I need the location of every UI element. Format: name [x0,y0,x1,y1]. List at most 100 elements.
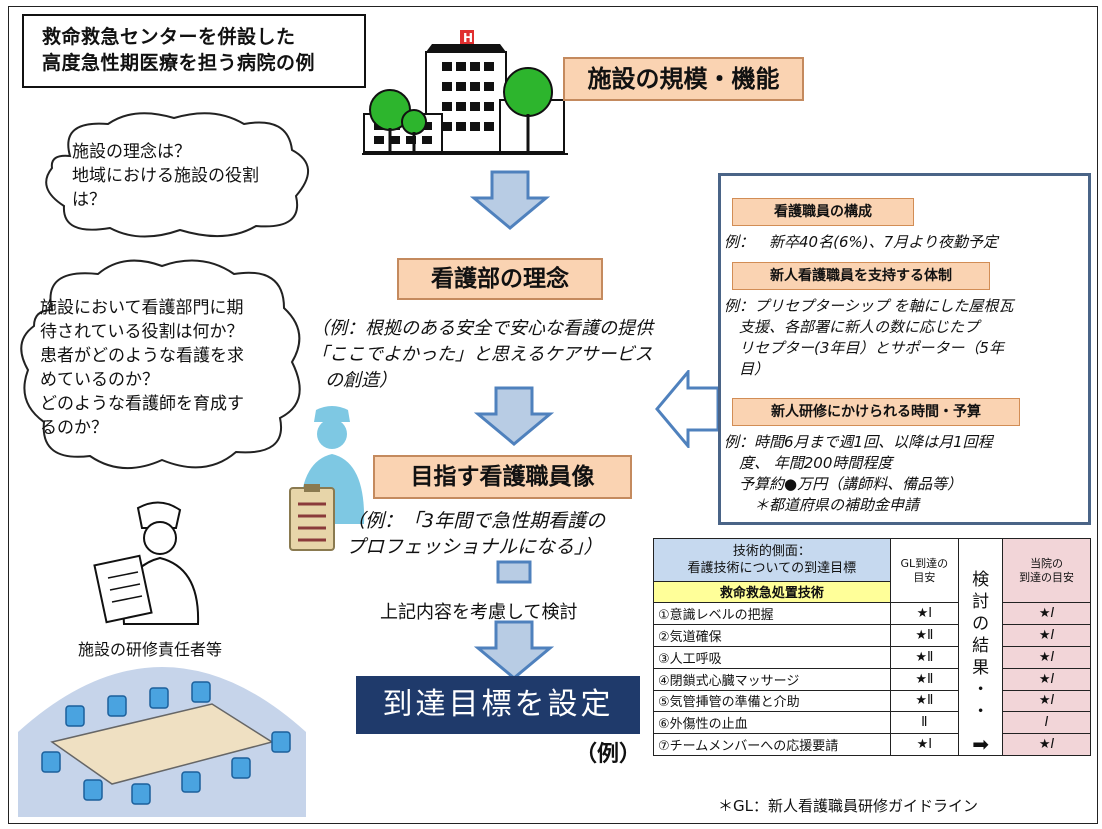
cloud-2-line-6: るのか？ [40,418,108,438]
cloud-1-line-3: は？ [72,190,106,210]
ideal-staff-ex-line-2: プロフェッショナルになる」） [346,536,603,558]
footnote: ＊GL：新人看護職員研修ガイドライン [718,797,978,815]
nursing-dept-ex-line-1: （例：根拠のある安全で安心な看護の提供 [311,318,653,339]
item-cell: ①意識レベルの把握 [653,602,891,626]
cloud-shape-1 [45,112,310,238]
staff-composition-text: 例： 新卒40名(6%)、7月より夜勤予定 [724,233,998,251]
gl-cell: Ⅱ [889,711,960,735]
meeting-dome [18,667,306,817]
budget-line-1: 例：時間6月まで週1回、以降は月1回程 [724,433,993,451]
title-line-2: 高度急性期医療を担う病院の例 [42,52,316,74]
gl-header-line-1: GL到達の [900,556,949,570]
item-cell: ②気道確保 [653,624,891,647]
item-cell: ⑦チームメンバーへの応援要請 [653,733,891,756]
svg-text:H: H [463,31,473,45]
tech-header-line-2: 看護技術についての到達目標 [687,560,857,576]
local-cell: ★Ⅰ [1002,667,1091,691]
table-row: ⑦チームメンバーへの応援要請 ★Ⅰ ★Ⅰ [653,733,1091,756]
cloud-1-text: 施設の理念は？ 地域における施設の役割 は？ [72,140,302,212]
left-arrow [655,370,720,448]
gl-header-line-2: 目安 [913,570,936,584]
review-char-2: 討 [972,592,990,612]
resources-panel [718,173,1091,525]
nurse-icon [289,406,365,551]
review-char-6: ・ [972,680,990,700]
support-system-text: 例：プリセプターシップ を軸にした屋根瓦 支援、各部署に新人の数に応じたプ リセ… [724,296,1084,380]
cloud-shape-2 [20,259,301,470]
ideal-staff-label: 目指す看護職員像 [373,455,632,499]
local-cell: ★Ⅰ [1002,602,1091,626]
down-arrow-1 [470,170,550,230]
review-result-cell: 検 討 の 結 果 ・ ・ ➡ [958,538,1004,756]
local-cell: Ⅰ [1002,711,1091,735]
local-cell: ★Ⅰ [1002,733,1091,756]
table-row: ④閉鎖式心臓マッサージ ★Ⅱ ★Ⅰ [653,667,1091,691]
ideal-staff-example: （例：「3年間で急性期看護の プロフェッショナルになる」） [346,508,676,560]
example-label: （例） [575,742,642,767]
cloud-2-line-3: 患者がどのような看護を求 [40,346,244,366]
gl-cell: ★Ⅱ [889,667,960,691]
local-cell: ★Ⅰ [1002,689,1091,713]
local-cell: ★Ⅰ [1002,645,1091,669]
title-line-1: 救命救急センターを併設した [42,26,296,48]
consider-text: 上記内容を考慮して検討 [380,602,578,623]
item-cell: ③人工呼吸 [653,645,891,669]
local-header-line-1: 当院の [1030,556,1064,570]
trainer-label: 施設の研修責任者等 [78,640,223,659]
review-char-5: 果 [972,658,990,678]
gl-cell: ★Ⅱ [889,645,960,669]
review-char-1: 検 [972,570,990,590]
local-header-cell: 当院の 到達の目安 [1002,537,1091,604]
staff-composition-header: 看護職員の構成 [732,198,914,226]
nursing-dept-ex-line-2: 「ここでよかった」と思えるケアサービス [311,344,653,365]
title-box: 救命救急センターを併設した 高度急性期医療を担う病院の例 [22,14,366,88]
gl-cell: ★Ⅰ [889,733,960,756]
trainer-icon [93,501,200,625]
support-line-1: 例：プリセプターシップ を軸にした屋根瓦 [724,297,1014,315]
table-row: ②気道確保 ★Ⅱ ★Ⅰ [653,624,1091,647]
support-line-4: 目） [724,360,770,378]
gl-cell: ★Ⅱ [889,689,960,713]
gl-header-cell: GL到達の 目安 [889,537,960,604]
item-cell: ⑤気管挿管の準備と介助 [653,689,891,713]
support-line-3: リセプター(3年目）とサポーター（5年 [724,339,1004,357]
item-cell: ⑥外傷性の止血 [653,711,891,735]
down-arrow-3 [474,560,554,680]
budget-line-4: ＊都道府県の補助金申請 [724,496,920,514]
table-header-row: 技術的側面： 看護技術についての到達目標 GL到達の 目安 検 討 の 結 果 … [653,537,1091,756]
budget-line-2: 度、 年間200時間程度 [724,454,893,472]
training-budget-header: 新人研修にかけられる時間・予算 [732,398,1020,426]
training-budget-text: 例：時間6月まで週1回、以降は月1回程 度、 年間200時間程度 予算約●万円（… [724,432,1084,516]
table-row: ⑥外傷性の止血 Ⅱ Ⅰ [653,711,1091,735]
nursing-dept-example: （例：根拠のある安全で安心な看護の提供 「ここでよかった」と思えるケアサービス … [311,316,711,394]
review-char-3: の [972,614,990,634]
table-row: ③人工呼吸 ★Ⅱ ★Ⅰ [653,645,1091,669]
item-cell: ④閉鎖式心臓マッサージ [653,667,891,691]
cloud-1-line-2: 地域における施設の役割 [72,166,259,186]
budget-line-3: 予算約●万円（講師料、備品等） [724,475,963,493]
goals-table: 技術的側面： 看護技術についての到達目標 GL到達の 目安 検 討 の 結 果 … [653,537,1091,756]
cloud-2-line-2: 待されている役割は何か？ [40,322,244,342]
support-line-2: 支援、各部署に新人の数に応じたプ [724,318,980,336]
local-cell: ★Ⅰ [1002,624,1091,647]
hospital-icon: H [362,30,568,155]
gl-cell: ★Ⅰ [889,602,960,626]
cloud-2-line-4: めているのか？ [40,370,159,390]
tech-header-line-1: 技術的側面： [732,543,811,559]
cloud-2-line-1: 施設において看護部門に期 [40,298,244,318]
tech-header-cell: 技術的側面： 看護技術についての到達目標 [653,538,891,582]
facility-label: 施設の規模・機能 [563,57,804,101]
nursing-dept-ex-line-3: の創造） [325,370,397,391]
review-char-7: ・ [972,702,990,722]
ideal-staff-ex-line-1: （例：「3年間で急性期看護の [346,510,606,532]
table-row: ⑤気管挿管の準備と介助 ★Ⅱ ★Ⅰ [653,689,1091,713]
down-arrow-2 [474,386,554,446]
gl-cell: ★Ⅱ [889,624,960,647]
cloud-1-line-1: 施設の理念は？ [72,142,191,162]
cloud-2-text: 施設において看護部門に期 待されている役割は何か？ 患者がどのような看護を求 め… [40,296,300,440]
cloud-2-line-5: どのような看護師を育成す [40,394,244,414]
table-row: ①意識レベルの把握 ★Ⅰ ★Ⅰ [653,602,1091,626]
review-arrow-icon: ➡ [972,732,989,756]
slide-frame [8,6,1098,824]
category-cell: 救命救急処置技術 [653,580,891,604]
